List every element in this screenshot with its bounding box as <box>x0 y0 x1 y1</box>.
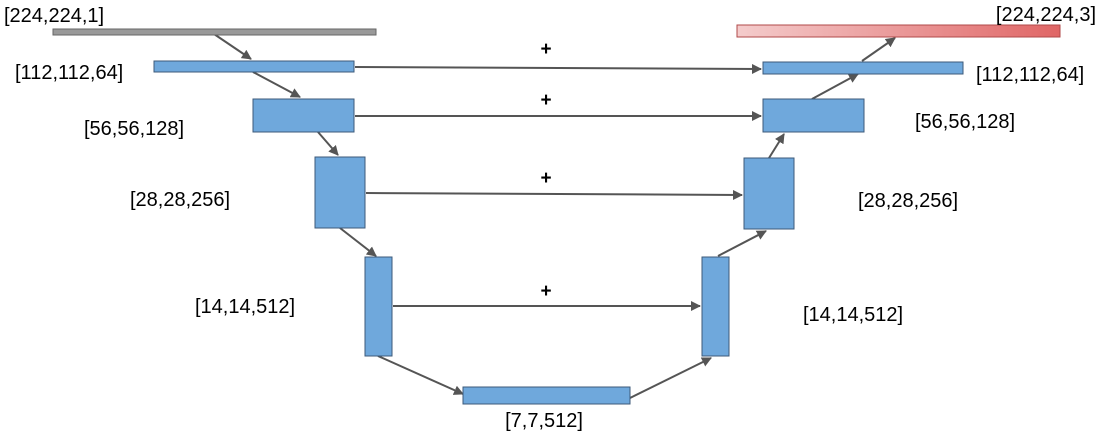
input-bar <box>52 28 377 36</box>
encoder-label-3: [28,28,256] <box>130 189 230 211</box>
output-bar <box>736 24 1061 38</box>
arrow-enc2-to-enc3 <box>317 131 339 156</box>
bottleneck-block <box>462 386 631 405</box>
arrow-dec3-to-dec2 <box>768 133 785 159</box>
skip-plus-level1: + <box>540 39 551 60</box>
decoder-block-1 <box>762 61 964 75</box>
encoder-label-2: [56,56,128] <box>84 118 184 140</box>
skip-arrow-level3 <box>365 189 743 200</box>
skip-arrow-level1 <box>354 63 762 74</box>
input-label: [224,224,1] <box>4 5 104 27</box>
decoder-block-4 <box>701 256 730 357</box>
arrow-dec1-to-output <box>861 37 896 62</box>
arrow-enc1-to-enc2 <box>252 71 301 98</box>
encoder-block-1 <box>153 60 355 73</box>
arrow-enc4-to-bottleneck <box>377 355 464 395</box>
decoder-label-4: [14,14,512] <box>803 304 903 326</box>
decoder-block-2 <box>762 98 865 133</box>
arrow-dec4-to-dec3 <box>717 230 767 257</box>
decoder-label-1: [112,112,64] <box>976 64 1084 86</box>
output-label: [224,224,3] <box>996 4 1096 26</box>
arrow-dec2-to-dec1 <box>811 73 859 100</box>
arrow-input-to-enc1 <box>213 33 252 60</box>
encoder-label-1: [112,112,64] <box>15 62 123 84</box>
encoder-block-4 <box>364 256 393 357</box>
skip-plus-level4: + <box>540 281 551 302</box>
encoder-label-4: [14,14,512] <box>195 296 295 318</box>
decoder-label-3: [28,28,256] <box>858 190 958 212</box>
bottleneck-label: [7,7,512] <box>505 410 583 432</box>
skip-plus-level2: + <box>540 90 551 111</box>
skip-plus-level3: + <box>540 168 551 189</box>
decoder-block-3 <box>743 157 795 230</box>
encoder-block-3 <box>314 156 366 229</box>
encoder-block-2 <box>252 98 355 133</box>
arrow-bottleneck-to-dec4 <box>629 357 712 399</box>
decoder-label-2: [56,56,128] <box>915 111 1015 133</box>
arrow-enc3-to-enc4 <box>339 227 377 257</box>
flow-arrows <box>213 33 896 399</box>
skip-connections <box>354 63 762 311</box>
